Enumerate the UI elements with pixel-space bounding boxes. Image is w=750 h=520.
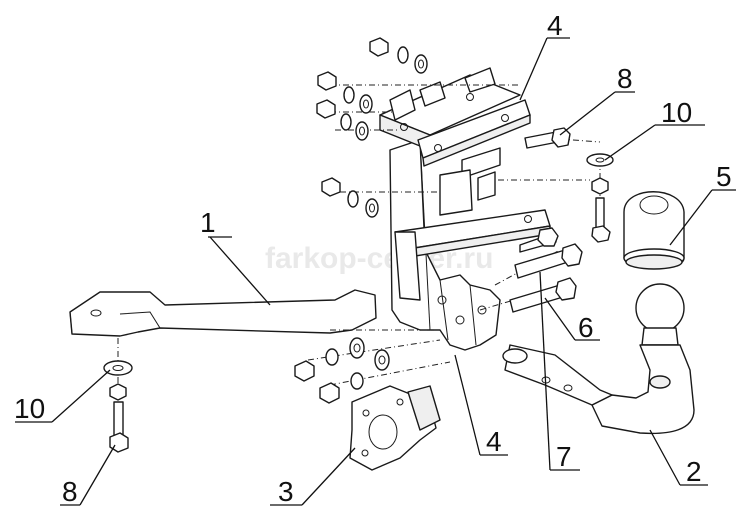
part-10-washer-bottom	[103, 360, 133, 401]
callout-8-top: 8	[617, 63, 633, 94]
leader-lines	[15, 37, 736, 506]
callout-6: 6	[578, 312, 594, 343]
callout-3: 3	[278, 476, 294, 507]
callout-2: 2	[686, 456, 702, 487]
part-10-washer-top	[586, 153, 614, 243]
upper-mount-frame	[379, 67, 521, 151]
callout-1: 1	[200, 207, 216, 238]
part-4-top-plate	[417, 99, 531, 167]
part-8-bolt-bottom	[109, 401, 129, 453]
part-1-crossbar	[69, 289, 377, 337]
callout-10-top: 10	[661, 97, 692, 128]
callout-8-bottom: 8	[62, 476, 78, 507]
cross-tubes	[439, 147, 501, 216]
fastener-cluster-top	[316, 37, 428, 218]
part-6-part-7-bolts	[509, 227, 583, 313]
fastener-cluster-bottom	[294, 337, 390, 404]
part-2-tow-ball-arm	[502, 283, 695, 435]
callout-4-bottom: 4	[486, 426, 502, 457]
callout-7: 7	[556, 441, 572, 472]
part-3-socket-bracket	[349, 385, 441, 471]
callout-10-bottom: 10	[14, 393, 45, 424]
part-8-bolt-top	[524, 127, 571, 149]
callout-5: 5	[716, 161, 732, 192]
callout-4-top: 4	[547, 10, 563, 41]
part-5-ball-cap	[623, 191, 685, 270]
